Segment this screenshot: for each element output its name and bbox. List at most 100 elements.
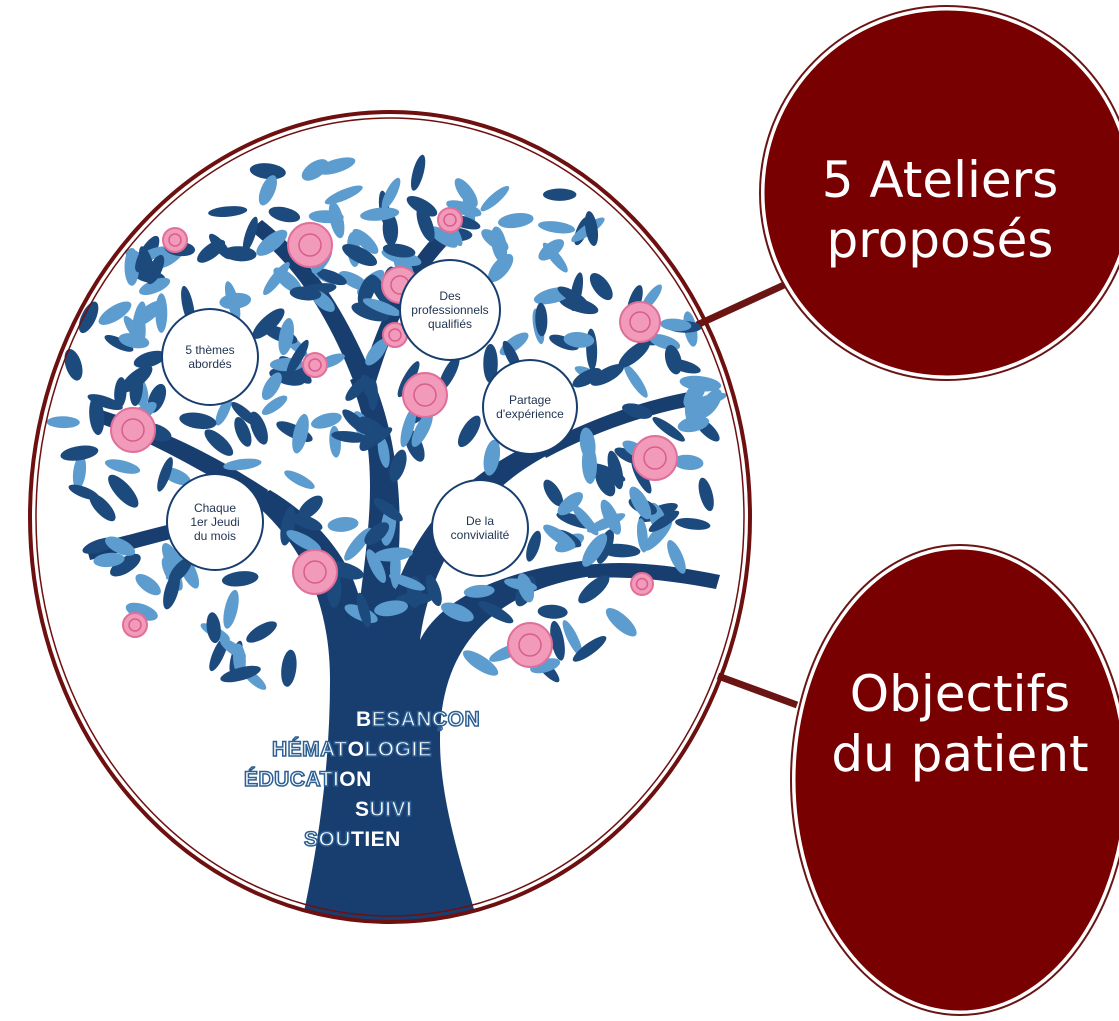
leaf bbox=[589, 273, 613, 301]
acrostic-line-soutien: SOUTIEN bbox=[303, 827, 401, 852]
leaf bbox=[360, 427, 393, 450]
info-circles bbox=[161, 259, 578, 577]
leaf bbox=[108, 474, 139, 508]
acrostic-bold: O bbox=[347, 738, 365, 761]
leaf bbox=[133, 300, 164, 327]
leaf bbox=[425, 574, 442, 607]
leaf bbox=[215, 396, 232, 426]
leaf bbox=[587, 513, 626, 533]
bubble-objectifs bbox=[792, 546, 1119, 1014]
branch bbox=[250, 220, 372, 385]
leaf bbox=[537, 604, 568, 619]
rose-petal bbox=[413, 383, 437, 407]
leaf bbox=[311, 412, 342, 429]
leaf bbox=[135, 574, 161, 596]
leaf bbox=[284, 470, 315, 489]
leaf bbox=[562, 620, 583, 657]
leaf bbox=[89, 493, 116, 522]
leaf bbox=[535, 302, 548, 337]
leaf bbox=[629, 486, 652, 520]
rose bbox=[162, 227, 188, 253]
connector-top bbox=[695, 281, 786, 329]
oval-frame bbox=[28, 110, 752, 924]
leaf bbox=[667, 540, 686, 574]
rose bbox=[632, 435, 678, 481]
bubble-objectifs-label: Objectifs du patient bbox=[800, 664, 1119, 784]
leaf bbox=[246, 621, 277, 643]
rose-petal bbox=[635, 577, 649, 591]
leaf bbox=[679, 375, 722, 392]
leaf bbox=[133, 350, 166, 368]
rose bbox=[110, 407, 156, 453]
leaf bbox=[223, 589, 239, 629]
rose bbox=[122, 612, 148, 638]
leaf bbox=[549, 334, 579, 351]
rose-petal bbox=[128, 618, 142, 632]
leaf bbox=[286, 339, 309, 376]
leaf bbox=[324, 185, 363, 205]
circle-text-line: De la bbox=[465, 514, 494, 528]
leaf bbox=[118, 333, 150, 349]
rose bbox=[402, 372, 448, 418]
leaf bbox=[563, 331, 595, 348]
leaf bbox=[328, 201, 345, 239]
leaf bbox=[223, 458, 262, 471]
rose bbox=[302, 352, 328, 378]
leaf bbox=[249, 411, 268, 445]
bubble-objectifs-line2: du patient bbox=[831, 725, 1089, 783]
acrostic-bold: TIEN bbox=[351, 828, 401, 851]
leaf bbox=[219, 292, 252, 310]
leaf bbox=[234, 417, 252, 447]
leaf bbox=[557, 492, 584, 516]
leaf bbox=[138, 246, 155, 283]
leaf bbox=[366, 549, 387, 584]
leaf bbox=[220, 665, 261, 683]
leaf bbox=[344, 527, 372, 561]
leaf bbox=[497, 212, 534, 229]
leaf bbox=[64, 348, 83, 381]
leaf bbox=[223, 246, 257, 262]
leaf bbox=[367, 378, 379, 411]
leaf bbox=[104, 334, 134, 352]
info-circle bbox=[161, 308, 259, 406]
leaf bbox=[278, 318, 294, 356]
leaf bbox=[652, 417, 685, 442]
leaf bbox=[382, 213, 399, 246]
leaf bbox=[480, 185, 510, 212]
leaf bbox=[595, 468, 616, 497]
info-circle bbox=[399, 259, 501, 361]
acrostic-line-suivi: SUIVI bbox=[355, 797, 413, 822]
leaf bbox=[98, 301, 132, 325]
bubble-ateliers-line2: proposés bbox=[826, 211, 1054, 269]
acrostic-bold: S bbox=[355, 798, 370, 821]
bubble-ateliers bbox=[761, 7, 1119, 379]
leaf bbox=[557, 286, 589, 307]
leaf bbox=[395, 592, 433, 605]
rose bbox=[630, 572, 654, 596]
leaf bbox=[289, 286, 322, 301]
leaf bbox=[268, 206, 301, 223]
leaf bbox=[208, 206, 248, 217]
leaf bbox=[374, 600, 408, 617]
leaf bbox=[542, 242, 568, 273]
leaf bbox=[249, 163, 286, 180]
leaf bbox=[263, 262, 290, 296]
acrostic-rest: LOGIE bbox=[364, 737, 433, 762]
rose-petal bbox=[298, 233, 322, 257]
leaf bbox=[206, 612, 221, 644]
leaf bbox=[542, 188, 577, 201]
leaf bbox=[204, 429, 234, 456]
leaf bbox=[488, 253, 514, 283]
leaf bbox=[261, 372, 282, 401]
leaf bbox=[124, 247, 140, 286]
rose-petal bbox=[518, 633, 542, 657]
rose-petal bbox=[629, 311, 651, 333]
branch bbox=[585, 563, 720, 589]
leaf bbox=[168, 557, 192, 583]
rose bbox=[619, 301, 661, 343]
rose-petal bbox=[388, 328, 402, 342]
leaf bbox=[104, 459, 141, 474]
circle-text-line: 1er Jeudi bbox=[190, 515, 240, 529]
rose-petal bbox=[121, 418, 145, 442]
